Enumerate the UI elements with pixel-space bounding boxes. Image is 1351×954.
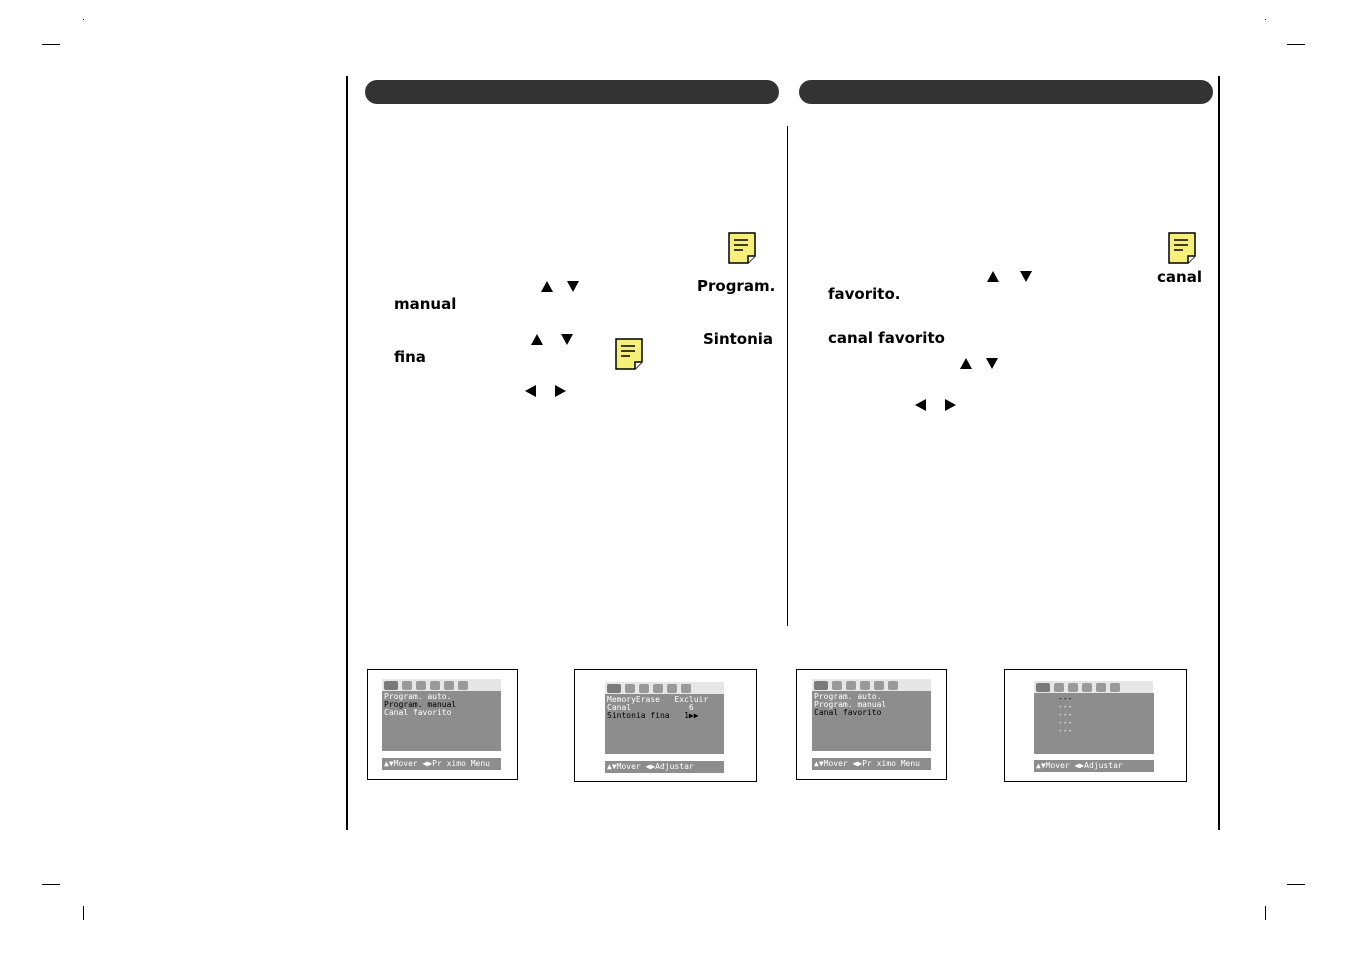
arrow-up-icon [541,281,553,292]
osd-menu: MemoryErase Excluir Canal 6 Sintonia fin… [605,694,724,754]
menu-term: Program. [697,277,776,295]
osd-line: Program. auto. [384,692,452,701]
memo-note-icon [1168,232,1196,264]
arrow-left-icon [525,385,536,397]
menu-term: favorito. [828,285,901,303]
menu-term: fina [394,348,426,366]
osd-menu: Program. auto. Program. manual Canal fav… [382,691,501,751]
osd-footer: ▲▼Mover ◀▶Pr ximo Menu [812,758,931,770]
tv-screen-1: Program. auto. Program. manual Canal fav… [367,669,518,780]
arrow-up-icon [960,358,972,369]
memo-note-icon [728,232,756,264]
osd-footer: ▲▼Mover ◀▶Adjustar [1034,760,1154,772]
osd-line: --- [1058,702,1073,711]
arrow-down-icon [567,281,579,292]
crop-mark [1265,906,1266,920]
arrow-left-icon [915,399,926,411]
tv-menu-icon [1034,681,1153,693]
crop-mark [42,44,60,45]
menu-term: Sintonia [703,330,774,348]
osd-line-selected: Program. manual [384,700,457,709]
crop-mark [1287,44,1305,45]
arrow-up-icon [987,271,999,282]
arrow-right-icon [555,385,566,397]
osd-line: Program. auto. [814,692,882,701]
registration-dot [1265,19,1266,20]
osd-line-selected: --- [1058,694,1073,703]
osd-line: --- [1058,710,1073,719]
osd-line-selected: Sintonia fina 1▶▶ [607,711,699,720]
osd-footer: ▲▼Mover ◀▶Pr ximo Menu [382,758,501,770]
osd-line-selected: Canal favorito [814,708,882,717]
crop-mark [42,884,60,885]
section-header-left [365,80,779,104]
osd-menu: Program. auto. Program. manual Canal fav… [812,691,931,751]
tv-screen-4: --- --- --- --- --- ▲▼Mover ◀▶Adjustar [1004,669,1187,782]
arrow-down-icon [561,334,573,345]
osd-footer: ▲▼Mover ◀▶Adjustar [605,761,724,773]
arrow-down-icon [986,358,998,369]
crop-mark [83,906,84,920]
osd-line: MemoryErase Excluir [607,695,709,704]
registration-dot [83,19,84,20]
tv-menu-icon [605,682,724,694]
osd-line: Canal favorito [384,708,452,717]
column-divider [787,126,788,626]
osd-menu: --- --- --- --- --- [1034,693,1154,754]
tv-menu-icon [382,679,501,691]
section-header-right [799,80,1213,104]
menu-term: canal favorito [828,329,945,347]
tv-screen-2: MemoryErase Excluir Canal 6 Sintonia fin… [574,669,757,782]
left-page-rule [346,76,348,830]
menu-term: manual [394,295,457,313]
crop-mark [1287,884,1305,885]
right-page-rule [1218,76,1220,830]
memo-note-icon [615,338,643,370]
osd-line: --- [1058,718,1073,727]
tv-menu-icon [812,679,931,691]
tv-screen-3: Program. auto. Program. manual Canal fav… [796,669,947,780]
osd-line: Canal 6 [607,703,694,712]
menu-term: canal [1157,268,1202,286]
arrow-down-icon [1020,271,1032,282]
arrow-right-icon [945,399,956,411]
osd-line: Program. manual [814,700,887,709]
arrow-up-icon [531,334,543,345]
osd-line: --- [1058,726,1073,735]
